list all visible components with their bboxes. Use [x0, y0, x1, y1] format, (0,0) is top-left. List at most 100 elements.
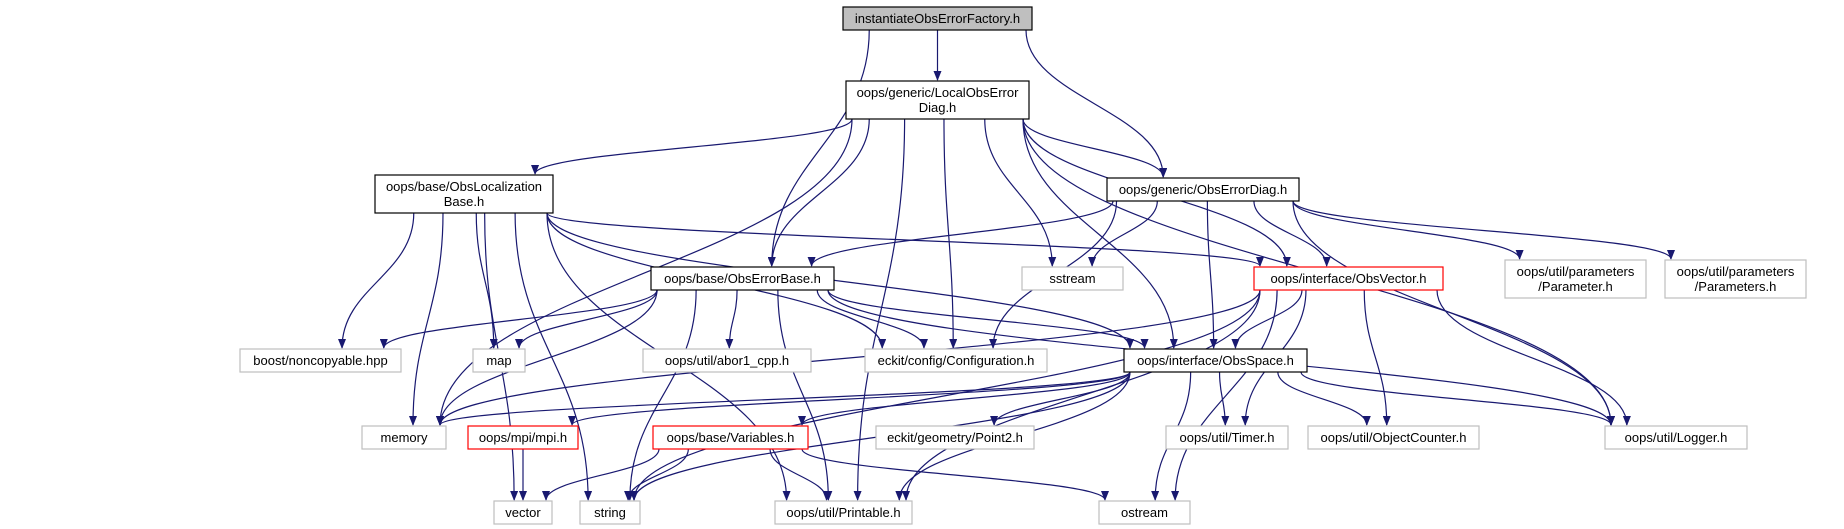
node-parameter: oops/util/parameters/Parameter.h — [1504, 259, 1647, 299]
edge-root-to-obserrdiag — [1025, 29, 1168, 178]
edge-obsvector-to-logger — [1436, 289, 1631, 426]
node-box-obsspace — [1123, 348, 1308, 373]
node-variables[interactable]: oops/base/Variables.h — [652, 425, 809, 450]
node-label-parameter: oops/util/parameters — [1517, 264, 1635, 279]
node-label-mpi: oops/mpi/mpi.h — [479, 430, 567, 445]
node-box-parameters — [1664, 259, 1807, 299]
edge-obsspace-to-mpi — [568, 371, 1131, 426]
edge-variables-to-string — [624, 448, 689, 501]
edge-variables-to-vector — [542, 448, 660, 501]
edge-obsspace-to-variables — [798, 371, 1131, 426]
node-box-localdiag — [845, 80, 1030, 120]
node-obserrbase[interactable]: oops/base/ObsErrorBase.h — [650, 266, 835, 291]
node-box-obserrdiag — [1106, 177, 1300, 202]
edge-obserrbase-to-memory — [436, 289, 658, 426]
edge-obsloc-to-noncopyable — [338, 212, 415, 349]
node-box-config — [864, 348, 1048, 373]
node-mpi[interactable]: oops/mpi/mpi.h — [467, 425, 579, 450]
node-label-objcounter: oops/util/ObjectCounter.h — [1321, 430, 1467, 445]
node-box-objcounter — [1307, 425, 1480, 450]
edge-obserrdiag-to-obserrbase — [807, 200, 1114, 267]
edge-obsloc-to-obsvector — [546, 212, 1264, 267]
node-box-variables — [652, 425, 809, 450]
node-parameters: oops/util/parameters/Parameters.h — [1664, 259, 1807, 299]
edge-obsloc-to-obsspace — [546, 212, 1134, 349]
edge-localdiag-to-printable — [853, 118, 906, 501]
node-box-ostream — [1098, 500, 1191, 525]
edge-localdiag-to-obserrdiag — [1022, 118, 1168, 178]
node-label-timer: oops/util/Timer.h — [1180, 430, 1275, 445]
node-vector: vector — [493, 500, 553, 525]
edge-obsloc-to-memory — [409, 212, 444, 426]
node-box-obsvector — [1253, 266, 1444, 291]
edge-variables-to-printable — [769, 448, 831, 501]
edge-obserrbase-to-config — [816, 289, 928, 349]
edge-obserrdiag-to-obsspace — [1206, 200, 1218, 349]
edge-obsvector-to-ostream — [1171, 289, 1278, 501]
node-label-parameters: /Parameters.h — [1695, 279, 1777, 294]
node-string: string — [579, 500, 641, 525]
node-box-abort — [642, 348, 812, 373]
node-label-obsloc: oops/base/ObsLocalization — [386, 179, 542, 194]
node-box-vector — [493, 500, 553, 525]
node-box-point2 — [875, 425, 1035, 450]
node-box-parameter — [1504, 259, 1647, 299]
node-box-sstream — [1021, 266, 1124, 291]
edge-localdiag-to-config — [943, 118, 958, 349]
node-label-obserrdiag: oops/generic/ObsErrorDiag.h — [1119, 182, 1287, 197]
node-label-localdiag: Diag.h — [919, 100, 957, 115]
node-label-logger: oops/util/Logger.h — [1625, 430, 1728, 445]
node-memory: memory — [361, 425, 447, 450]
node-box-printable — [774, 500, 913, 525]
node-obserrdiag[interactable]: oops/generic/ObsErrorDiag.h — [1106, 177, 1300, 202]
edge-obserrdiag-to-logger — [1292, 200, 1615, 426]
edge-obsspace-to-timer — [1218, 371, 1230, 426]
edge-root-to-obserrbase — [767, 29, 870, 267]
node-logger: oops/util/Logger.h — [1604, 425, 1748, 450]
node-box-noncopyable — [239, 348, 402, 373]
node-label-sstream: sstream — [1049, 271, 1095, 286]
node-label-ostream: ostream — [1121, 505, 1168, 520]
node-obsspace[interactable]: oops/interface/ObsSpace.h — [1123, 348, 1308, 373]
node-box-timer — [1165, 425, 1289, 450]
node-config: eckit/config/Configuration.h — [864, 348, 1048, 373]
node-box-memory — [361, 425, 447, 450]
edge-obsvector-to-printable — [902, 289, 1261, 501]
edge-localdiag-to-memory — [436, 118, 853, 426]
node-label-memory: memory — [381, 430, 428, 445]
node-label-vector: vector — [505, 505, 541, 520]
node-noncopyable: boost/noncopyable.hpp — [239, 348, 402, 373]
node-box-obsloc — [374, 174, 554, 214]
node-box-obserrbase — [650, 266, 835, 291]
node-label-string: string — [594, 505, 626, 520]
edge-localdiag-to-obserrbase — [767, 118, 870, 267]
edge-obserrbase-to-abort — [725, 289, 738, 349]
node-label-obsspace: oops/interface/ObsSpace.h — [1137, 353, 1294, 368]
edge-obserrbase-to-map — [515, 289, 658, 349]
edge-obsspace-to-logger — [1300, 371, 1615, 426]
node-sstream: sstream — [1021, 266, 1124, 291]
node-label-obserrbase: oops/base/ObsErrorBase.h — [664, 271, 821, 286]
node-label-obsvector: oops/interface/ObsVector.h — [1270, 271, 1426, 286]
node-label-abort: oops/util/abor1_cpp.h — [665, 353, 789, 368]
node-obsvector[interactable]: oops/interface/ObsVector.h — [1253, 266, 1444, 291]
edge-obserrbase-to-printable — [777, 289, 833, 501]
node-timer: oops/util/Timer.h — [1165, 425, 1289, 450]
edge-localdiag-to-obsloc — [531, 118, 853, 175]
edge-localdiag-to-sstream — [984, 118, 1057, 267]
node-box-root — [842, 6, 1033, 31]
node-box-logger — [1604, 425, 1748, 450]
edge-localdiag-to-obsspace — [1022, 118, 1178, 349]
node-box-map — [472, 348, 526, 373]
edge-obsspace-to-memory — [436, 371, 1131, 426]
node-root[interactable]: instantiateObsErrorFactory.h — [842, 6, 1033, 31]
edge-obsvector-to-memory — [436, 289, 1261, 426]
node-printable: oops/util/Printable.h — [774, 500, 913, 525]
node-box-mpi — [467, 425, 579, 450]
node-point2: eckit/geometry/Point2.h — [875, 425, 1035, 450]
node-box-string — [579, 500, 641, 525]
node-label-noncopyable: boost/noncopyable.hpp — [253, 353, 387, 368]
